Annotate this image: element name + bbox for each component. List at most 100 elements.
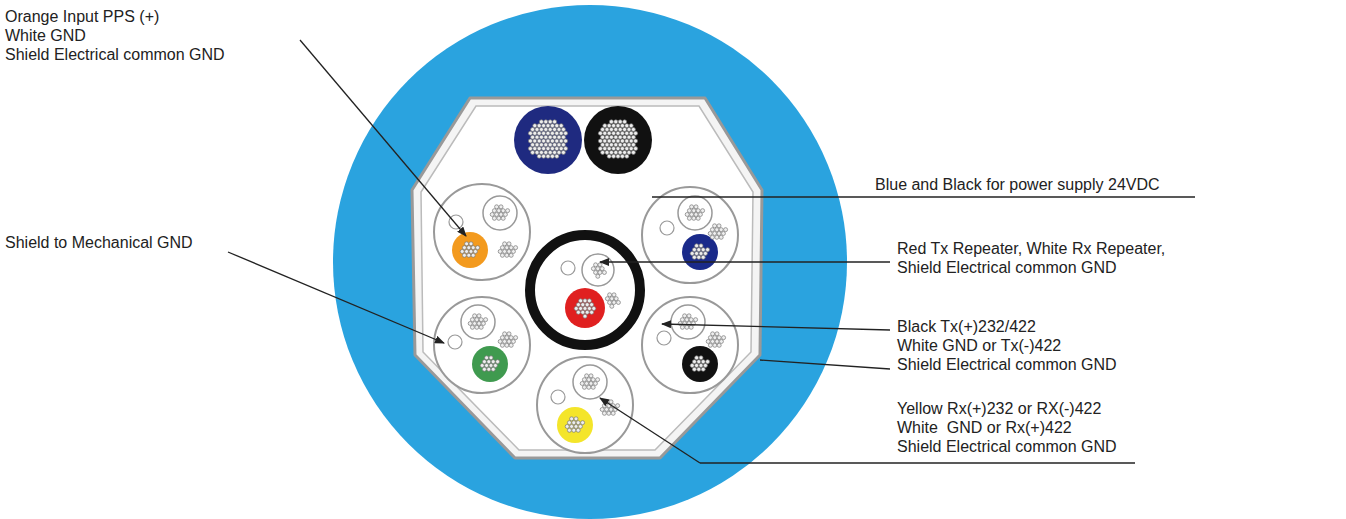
leader-line [662,324,890,330]
wire-strand [706,248,710,252]
wire-strand [492,209,496,213]
wire-strand [703,251,707,255]
wire-strand [503,332,507,336]
wire-strand [623,150,627,154]
wire-strand [542,154,546,158]
wire-strand [544,135,548,139]
wire-strand [598,131,602,135]
wire-strand [465,249,469,253]
wire-strand [620,147,624,151]
wire-strand [546,154,550,158]
wire-strand [473,314,477,318]
wire-strand [589,374,593,378]
leader-line [600,261,890,262]
wire-strand [629,124,633,128]
leader-line [652,196,1195,197]
wire-strand [511,339,515,343]
wire-strand [703,363,707,367]
wire-strand [505,246,509,250]
wire-strand [550,154,554,158]
wire-strand [598,263,602,267]
drain-wire [660,221,674,235]
wire-strand [687,209,691,213]
leader-line [228,252,444,343]
wire-strand [710,228,714,232]
wire-strand [544,120,548,124]
wire-strand [629,147,633,151]
wire-strand [576,310,580,314]
wire-strand [609,127,613,131]
wire-strand [583,299,587,303]
wire-strand [696,216,700,220]
wire-strand [564,147,568,151]
wire-strand [470,325,474,329]
wire-strand [605,127,609,131]
wire-strand [582,385,586,389]
wire-strand [476,246,480,250]
wire-strand [514,246,518,250]
wire-strand [618,120,622,124]
signal-label: White GND or Rx(+)422 [897,419,1072,437]
wire-strand [591,378,595,382]
wire-strand [696,209,700,213]
wire-strand [596,267,600,271]
signal-label: White GND [5,27,86,45]
wire-strand [535,143,539,147]
wire-strand [596,274,600,278]
wire-strand [581,421,585,425]
wire-strand [585,374,589,378]
wire-strand [692,248,696,252]
wire-strand [605,135,609,139]
wire-strand [583,314,587,318]
wire-strand [685,325,689,329]
wire-strand [699,251,703,255]
wire-strand [546,147,550,151]
drain-wire [657,331,671,345]
wire-strand [680,318,684,322]
wire-strand [685,212,689,216]
wire-strand [607,131,611,135]
wire-strand [487,367,491,371]
wire-strand [629,131,633,135]
drain-wire [449,215,463,229]
wire-strand [557,143,561,147]
wire-strand [567,421,571,425]
wire-strand [501,209,505,213]
pair-shield-unit [642,297,738,393]
wire-strand [537,131,541,135]
wire-strand [692,216,696,220]
wire-strand [699,356,703,360]
wire-strand [587,385,591,389]
wire-strand [489,356,493,360]
wire-strand [564,131,568,135]
wire-strand [605,150,609,154]
wire-strand [491,367,495,371]
wire-strand [616,147,620,151]
wire-strand [539,127,543,131]
wire-strand [550,124,554,128]
wire-strand [497,209,501,213]
inner-shield-wrap [412,98,762,458]
wire-strand [509,253,513,257]
wire-strand [475,318,479,322]
wire-strand [614,120,618,124]
wire-strand [614,143,618,147]
wire-strand [698,212,702,216]
signal-label: Shield Electrical common GND [897,356,1117,374]
wire-strand [601,127,605,131]
wire-strand [542,124,546,128]
wire-strand [548,127,552,131]
wire-strand [550,147,554,151]
wire-strand [605,297,609,301]
wire-strand [609,143,613,147]
white-conductor [671,305,705,339]
wire-strand [694,212,698,216]
wire-strand [603,124,607,128]
wire-strand [546,139,550,143]
wire-strand [625,139,629,143]
wire-strand [715,332,719,336]
wire-strand [631,127,635,131]
wire-strand [697,255,701,259]
signal-label: White GND or Tx(-)422 [897,337,1061,355]
wire-strand [550,131,554,135]
